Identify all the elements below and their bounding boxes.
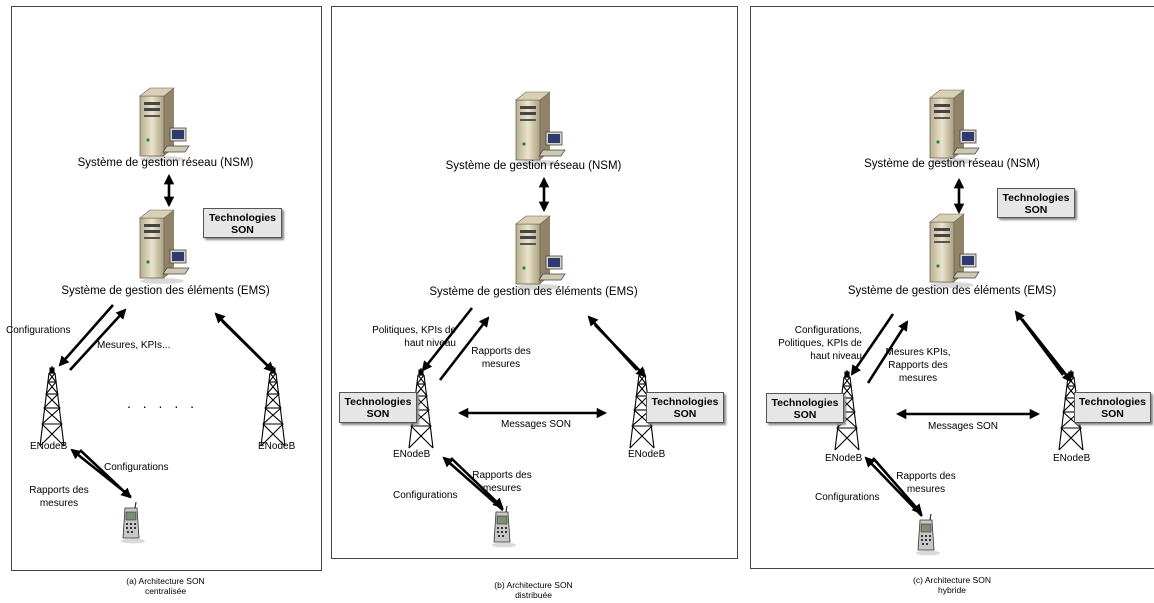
son-box-line2: SON xyxy=(366,408,390,420)
politiques-line2: haut niveau xyxy=(404,338,456,349)
son-box-line2: SON xyxy=(793,409,817,421)
caption-a: (a) Architecture SON centralisée xyxy=(11,576,320,596)
son-box-line2: SON xyxy=(673,408,697,420)
configurations-label: Configurations xyxy=(6,325,71,336)
enodeb-label: ENodeB xyxy=(30,441,68,452)
son-box-line2: SON xyxy=(1101,408,1124,420)
ems-server-icon xyxy=(139,209,190,285)
rapports-line1: Rapports des xyxy=(472,470,532,481)
configurations-ue-label: Configurations xyxy=(104,462,169,473)
mesures-kpis-label: Mesures KPIs, Rapports des mesures xyxy=(882,346,954,385)
mes-line1: Mesures KPIs, xyxy=(885,347,951,358)
rapports-mesures-label: Rapports des mesures xyxy=(467,345,535,371)
enodeb-tower-icon xyxy=(39,365,65,447)
mes-line3: mesures xyxy=(898,373,938,384)
son-box-line1: Technologies xyxy=(1079,396,1146,408)
caption-c: (c) Architecture SON hybride xyxy=(750,575,1154,595)
nsm-server-icon xyxy=(139,87,190,163)
son-technologies-box: Technologies SON xyxy=(766,393,844,423)
configurations-politiques-label: Configurations, Politiques, KPIs de haut… xyxy=(758,324,862,363)
son-box-line1: Technologies xyxy=(209,212,276,224)
rapports-line2: mesures xyxy=(482,483,522,494)
nsm-label: Système de gestion réseau (NSM) xyxy=(77,157,254,169)
nsm-server-icon xyxy=(515,91,566,167)
rapports-line1: Rapports des xyxy=(896,471,956,482)
enodeb-label: ENodeB xyxy=(825,453,863,464)
ems-label: Système de gestion des éléments (EMS) xyxy=(429,286,638,298)
caption-c-line1: (c) Architecture SON xyxy=(913,575,991,585)
son-box-line1: Technologies xyxy=(344,396,412,408)
rapports-line2: mesures xyxy=(39,498,79,509)
ems-server-icon xyxy=(515,215,566,291)
ems-label: Système de gestion des éléments (EMS) xyxy=(61,285,270,297)
ue-phone-icon xyxy=(915,513,941,557)
messages-son-label: Messages SON xyxy=(928,421,999,432)
ue-phone-icon xyxy=(491,505,517,549)
configurations-ue-label: Configurations xyxy=(393,490,458,501)
conf-line1: Configurations, xyxy=(794,325,862,336)
ue-phone-icon xyxy=(120,501,146,545)
rapports-line1: Rapports des xyxy=(29,485,89,496)
configurations-ue-label: Configurations xyxy=(815,492,880,503)
nsm-label: Système de gestion réseau (NSM) xyxy=(864,158,1040,170)
son-technologies-box: Technologies SON xyxy=(1074,392,1151,423)
caption-b-line1: (b) Architecture SON xyxy=(494,580,573,590)
rapports-line2: mesures xyxy=(906,484,946,495)
nsm-label: Système de gestion réseau (NSM) xyxy=(445,160,622,172)
mesures-kpis-label: Mesures, KPIs... xyxy=(97,340,171,351)
conf-line2: Politiques, KPIs de xyxy=(778,338,862,349)
son-box-line2: SON xyxy=(231,224,254,236)
mes-line2: Rapports des xyxy=(888,360,948,371)
politiques-kpis-label: Politiques, KPIs de haut niveau xyxy=(346,324,456,350)
son-box-line1: Technologies xyxy=(771,397,839,409)
caption-c-line2: hybride xyxy=(938,585,966,595)
son-box-line1: Technologies xyxy=(651,396,719,408)
rapports-line1: Rapports des xyxy=(471,346,531,357)
messages-son-label: Messages SON xyxy=(501,419,572,430)
enodeb-label: ENodeB xyxy=(628,449,666,460)
son-technologies-box: Technologies SON xyxy=(203,208,282,238)
enodeb-label: ENodeB xyxy=(393,449,431,460)
conf-line3: haut niveau xyxy=(810,351,862,362)
caption-b: (b) Architecture SON distribuée xyxy=(331,580,736,600)
son-technologies-box: Technologies SON xyxy=(997,188,1075,218)
son-technologies-box: Technologies SON xyxy=(339,392,417,423)
politiques-line1: Politiques, KPIs de xyxy=(372,325,456,336)
caption-b-line2: distribuée xyxy=(515,590,552,600)
rapports-mesures-label: Rapports des mesures xyxy=(24,484,94,510)
ems-server-icon xyxy=(929,213,980,289)
nsm-server-icon xyxy=(929,89,980,165)
rapports-mesures-label: Rapports des mesures xyxy=(891,470,961,496)
son-box-line2: SON xyxy=(1024,204,1048,216)
enodeb-tower-icon xyxy=(260,365,286,447)
son-box-line1: Technologies xyxy=(1002,192,1070,204)
enodeb-label: ENodeB xyxy=(258,441,296,452)
rapports-line2: mesures xyxy=(481,359,521,370)
son-technologies-box: Technologies SON xyxy=(646,392,724,423)
caption-a-line2: centralisée xyxy=(144,586,187,596)
enodeb-label: ENodeB xyxy=(1053,453,1091,464)
rapports-mesures-label: Rapports des mesures xyxy=(467,469,537,495)
ems-label: Système de gestion des éléments (EMS) xyxy=(847,285,1057,297)
ellipsis: . . . . . xyxy=(127,395,199,411)
caption-a-line1: (a) Architecture SON xyxy=(126,576,205,586)
